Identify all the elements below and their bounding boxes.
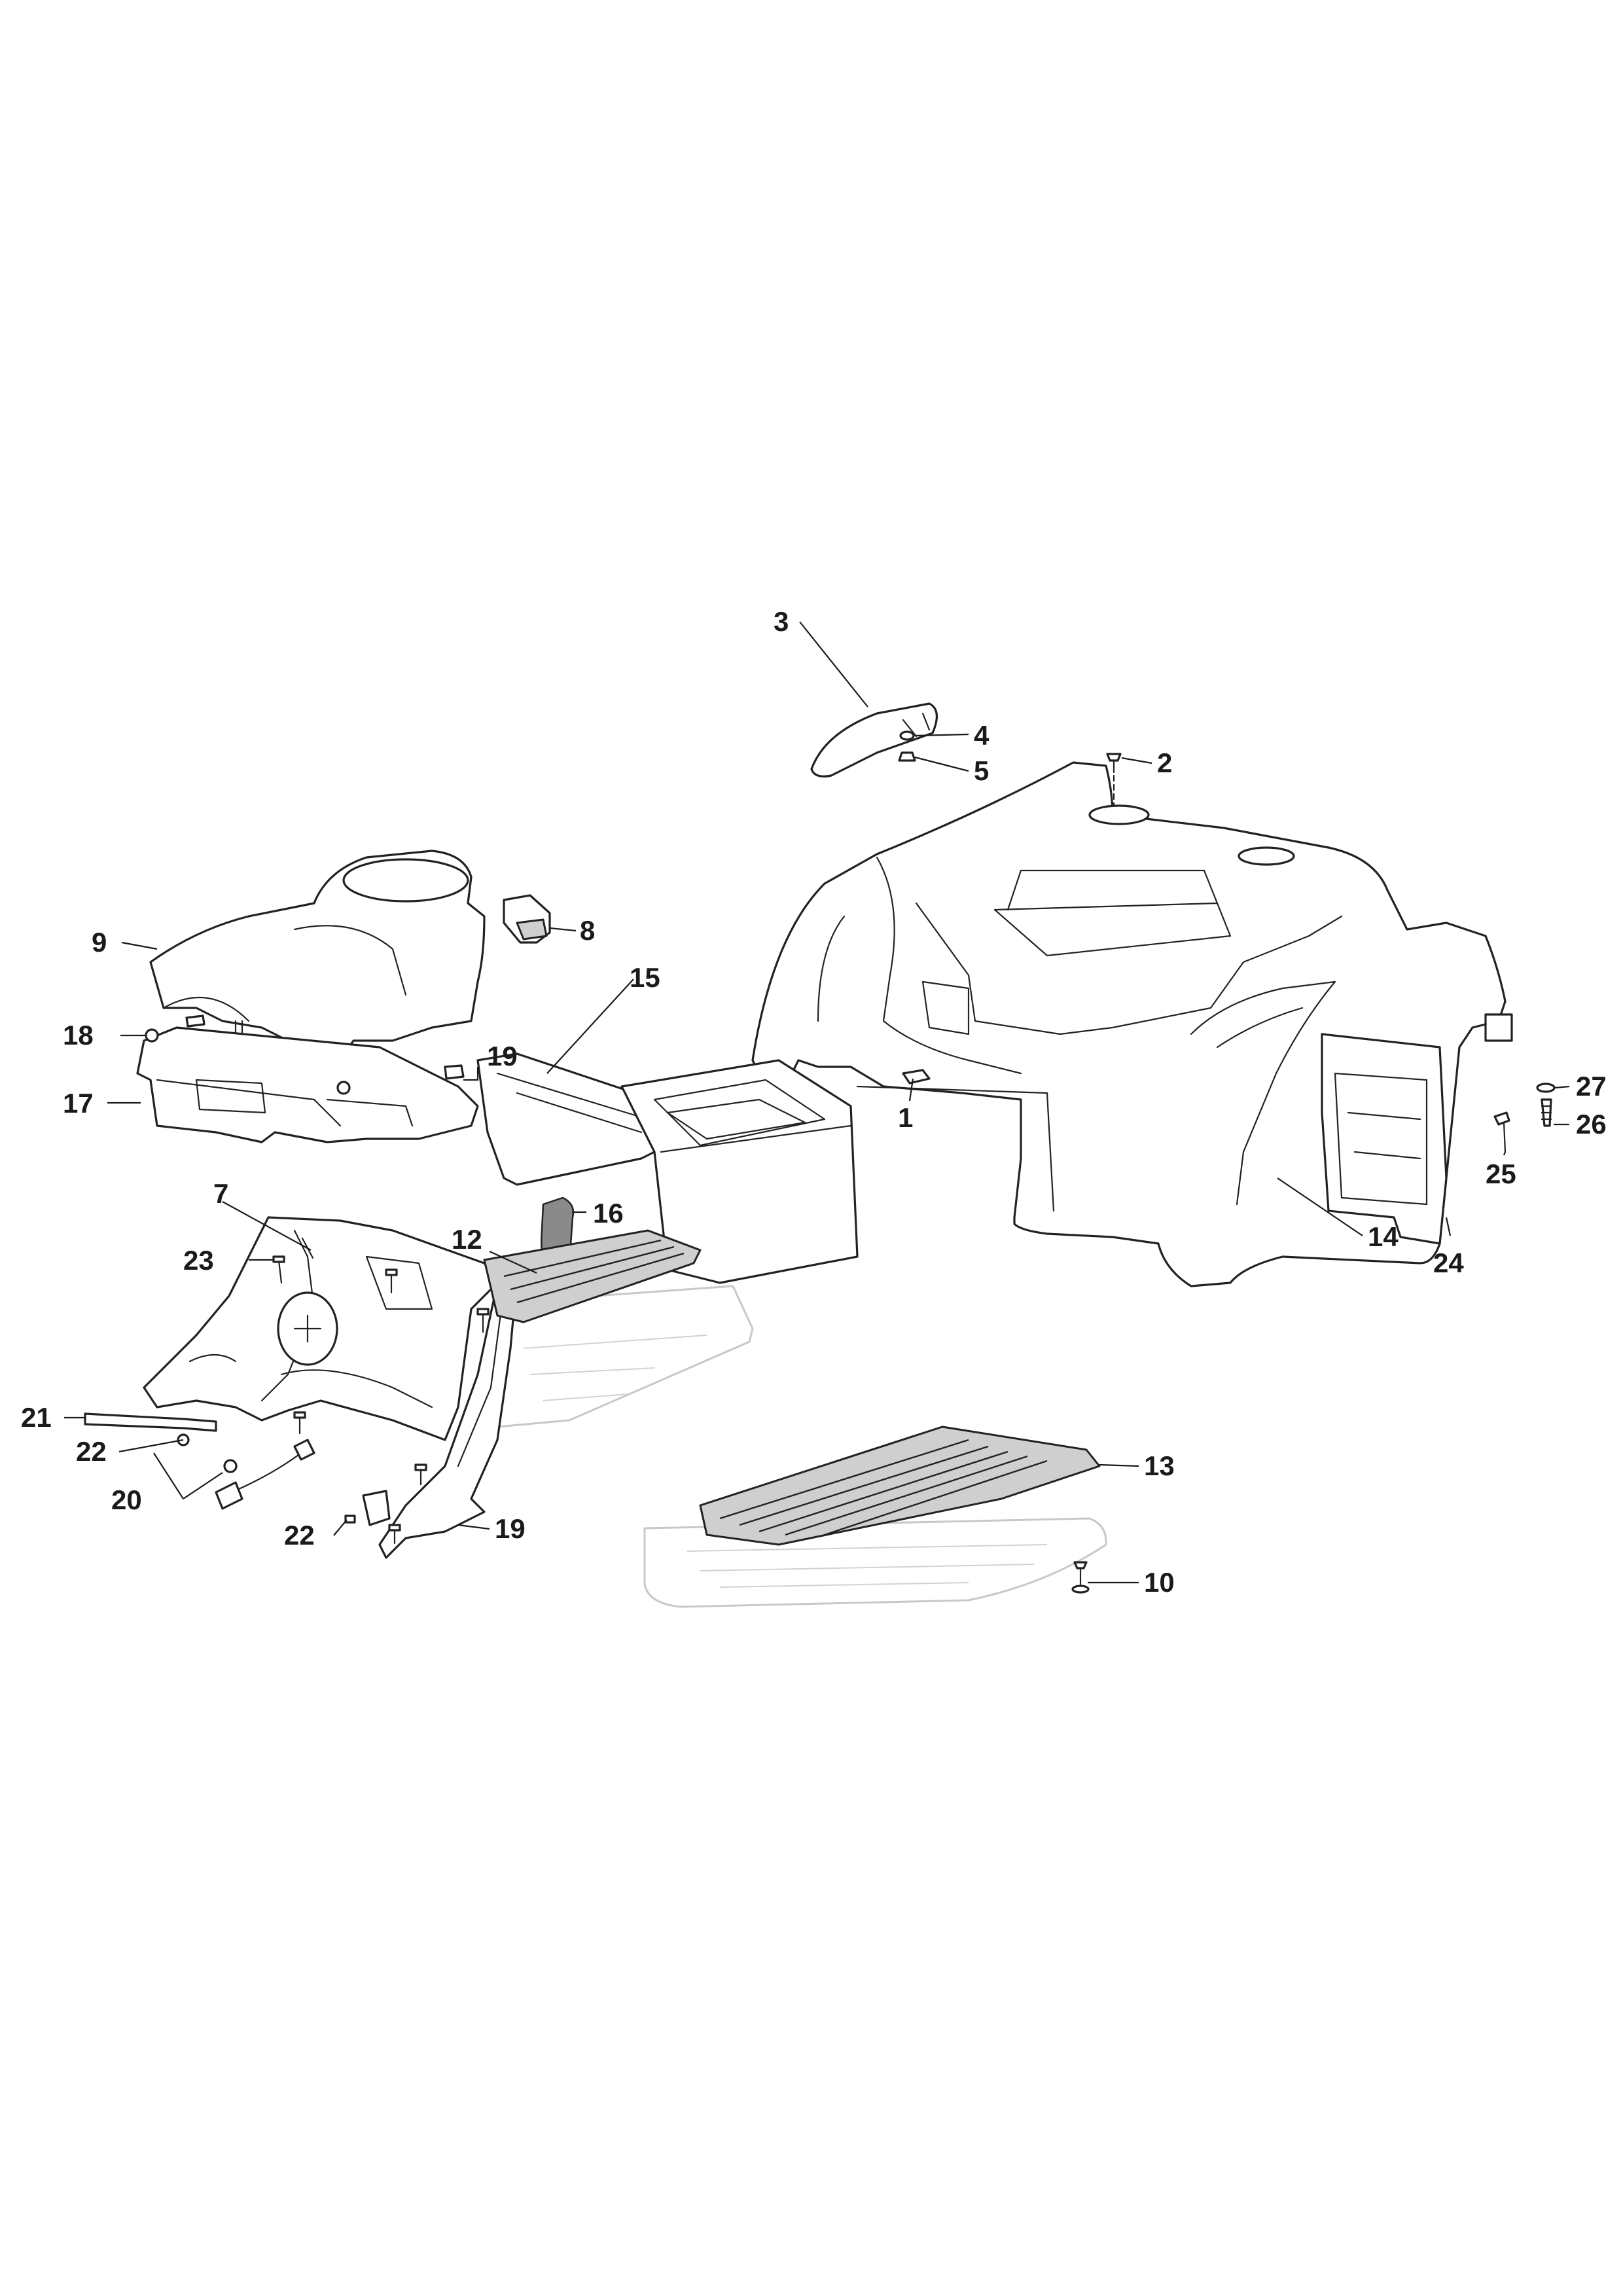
fastener-27-screw [1493, 1111, 1510, 1153]
callout-25: 26 [1576, 1109, 1607, 1139]
part-3-handle [810, 702, 938, 778]
battery-box [620, 1059, 859, 1284]
fastener-26-washer [1536, 1083, 1556, 1093]
callout-11: 12 [452, 1224, 482, 1255]
part-20-link [215, 1439, 315, 1510]
callout-21: 21 [21, 1402, 52, 1433]
callout-27: 25 [1486, 1158, 1516, 1189]
fastener-18-clip [444, 1064, 465, 1080]
part-12-floor-mat [699, 1426, 1101, 1546]
callout-12: 13 [1144, 1450, 1175, 1481]
callout-14: 15 [630, 962, 660, 993]
callout-15: 16 [593, 1198, 624, 1229]
callout-1: 1 [898, 1102, 913, 1133]
callout-17: 18 [63, 1020, 94, 1050]
callout-26: 27 [1576, 1071, 1607, 1102]
fastener-25-screw [1541, 1098, 1552, 1127]
callout-19: 19 [495, 1513, 526, 1544]
callout-16: 17 [63, 1088, 94, 1119]
part-21-rod [84, 1412, 217, 1432]
callout-7: 7 [213, 1178, 228, 1209]
fastener-panel-screws [293, 1268, 490, 1545]
leader-lines [64, 621, 1570, 1584]
callout-5: 5 [974, 755, 989, 786]
callout-labels: 3 4 5 2 8 9 15 18 19 27 17 1 26 25 7 16 … [21, 606, 1607, 1598]
callout-8: 8 [580, 915, 595, 946]
part-1-clip [902, 1069, 931, 1085]
callout-22a: 22 [76, 1436, 107, 1467]
callout-3: 3 [774, 606, 789, 637]
callout-23: 23 [183, 1245, 214, 1276]
part-14-side-panel [476, 1052, 669, 1186]
fastener-5-nut [898, 751, 916, 762]
fastener-2-screw [1106, 753, 1122, 806]
callout-4: 4 [974, 720, 990, 751]
fastener-top-clip [185, 1014, 205, 1028]
callout-22b: 22 [284, 1520, 315, 1551]
callout-9: 9 [92, 927, 107, 958]
callout-10: 10 [1144, 1567, 1175, 1598]
part-22-bracket [177, 1433, 391, 1526]
fastener-4-washer [899, 730, 915, 741]
callout-20: 20 [111, 1484, 142, 1515]
callout-24: 24 [1433, 1247, 1464, 1278]
fastener-17 [145, 1028, 159, 1043]
callout-13: 14 [1368, 1221, 1399, 1252]
part-24-rear-frame [1321, 1013, 1513, 1245]
part-8-switch [503, 894, 551, 944]
part-16-dash-frame [136, 1026, 479, 1143]
part-9-dash-cover [149, 850, 486, 1068]
callout-2: 2 [1157, 747, 1172, 778]
part-lower-front-panel [143, 1216, 499, 1441]
callout-18: 19 [487, 1041, 518, 1071]
part-13-rear-body [751, 761, 1507, 1287]
fastener-10-screw [1071, 1561, 1090, 1594]
